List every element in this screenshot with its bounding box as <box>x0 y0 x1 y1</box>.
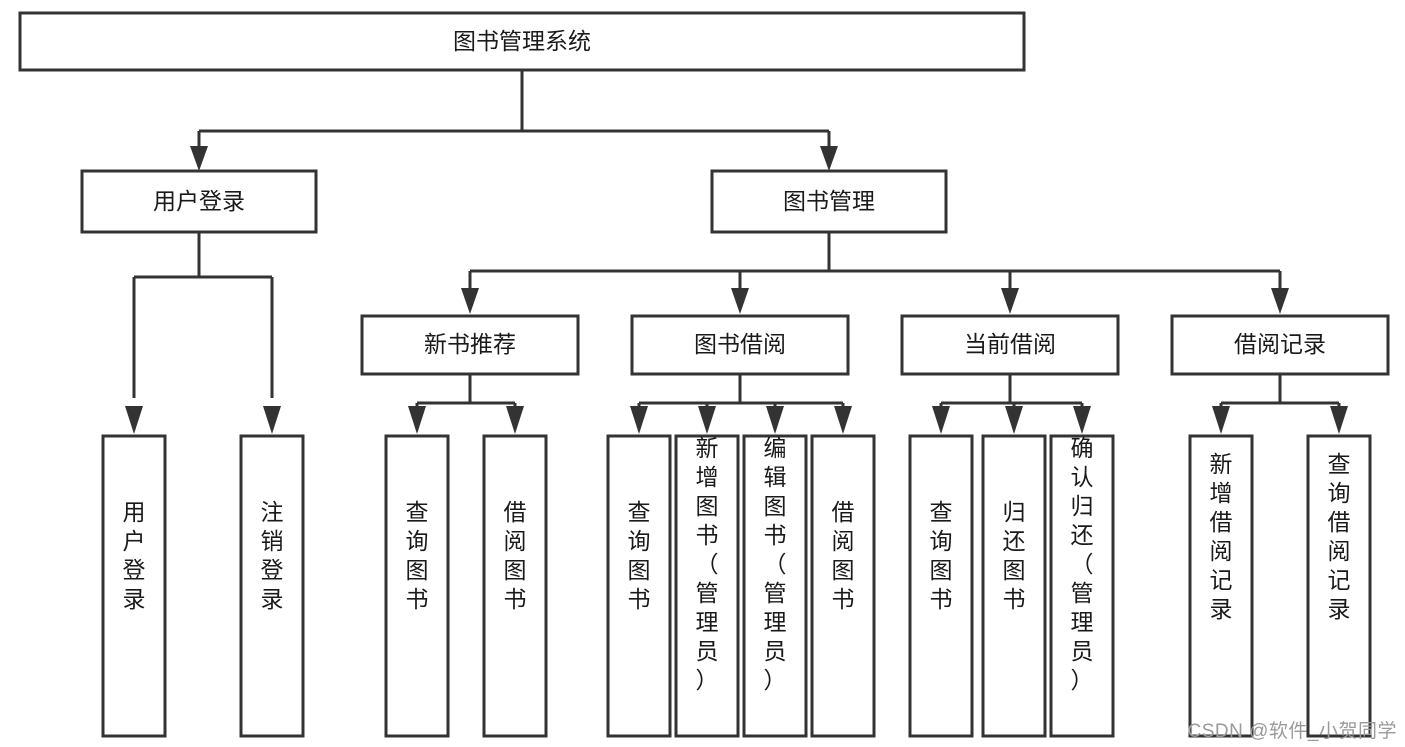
leaf-confirm-return-admin-label: 确认归还（管理员） <box>1071 435 1094 693</box>
node-leaf-add-book-admin[interactable]: 新增图书（管理员） <box>674 434 740 738</box>
leaf-borrow-book-2-label: 借阅图书 <box>832 499 855 612</box>
arrow-to-leaf-borrow-book-2 <box>834 406 852 434</box>
node-leaf-confirm-return-admin[interactable]: 确认归还（管理员） <box>1049 434 1115 738</box>
leaf-user-login-box[interactable] <box>101 434 167 738</box>
leaf-query-book-3-label: 查询图书 <box>930 499 953 612</box>
arrow-to-current-borrow <box>1001 288 1019 314</box>
leaf-borrow-book-2-box[interactable] <box>810 434 876 738</box>
leaf-query-book-1-label: 查询图书 <box>406 499 429 612</box>
edge-borrowrecord-to-bus <box>1219 374 1341 412</box>
leaf-query-borrow-record-box[interactable] <box>1306 434 1372 738</box>
leaf-return-book-box[interactable] <box>981 434 1047 738</box>
node-root[interactable]: 图书管理系统 <box>18 11 1026 72</box>
arrow-to-leaf-borrow-book-1 <box>506 406 524 434</box>
root-box[interactable] <box>18 11 1026 72</box>
node-leaf-query-book-2[interactable]: 查询图书 <box>606 434 672 738</box>
arrow-to-leaf-add-book-admin <box>698 406 716 434</box>
node-book-borrow[interactable]: 图书借阅 <box>630 314 850 376</box>
arrow-to-leaf-query-borrow-record <box>1330 406 1348 434</box>
new-book-recommend-box[interactable] <box>360 314 580 376</box>
leaf-edit-book-admin-label: 编辑图书（管理员） <box>764 435 787 693</box>
node-current-borrow[interactable]: 当前借阅 <box>900 314 1120 376</box>
leaf-query-book-3-box[interactable] <box>908 434 974 738</box>
leaf-user-login-label: 用户登录 <box>123 499 146 612</box>
arrow-to-leaf-logout-login <box>263 406 281 434</box>
leaf-edit-book-admin-box[interactable] <box>742 434 808 738</box>
arrow-to-leaf-query-book-2 <box>630 406 648 434</box>
node-leaf-return-book[interactable]: 归还图书 <box>981 434 1047 738</box>
node-leaf-query-book-3[interactable]: 查询图书 <box>908 434 974 738</box>
arrow-to-user-login <box>190 146 208 171</box>
leaf-query-borrow-record-label: 查询借阅记录 <box>1328 451 1351 622</box>
node-leaf-add-borrow-record[interactable]: 新增借阅记录 <box>1188 434 1254 738</box>
node-borrow-record[interactable]: 借阅记录 <box>1170 314 1390 376</box>
node-leaf-logout-login[interactable]: 注销登录 <box>239 434 305 738</box>
borrow-record-label: 借阅记录 <box>1234 331 1326 357</box>
arrow-to-leaf-query-book-3 <box>932 406 950 434</box>
new-book-recommend-label: 新书推荐 <box>424 331 516 357</box>
user-login-label: 用户登录 <box>153 188 245 214</box>
node-leaf-borrow-book-1[interactable]: 借阅图书 <box>482 434 548 738</box>
node-leaf-borrow-book-2[interactable]: 借阅图书 <box>810 434 876 738</box>
user-login-box[interactable] <box>80 169 318 234</box>
leaf-query-book-2-label: 查询图书 <box>628 499 651 612</box>
edge-bookborrow-to-bus <box>637 374 845 412</box>
node-new-book-recommend[interactable]: 新书推荐 <box>360 314 580 376</box>
edge-newbook-to-bus <box>415 374 517 412</box>
arrow-to-new-book-recommend <box>461 288 479 314</box>
leaf-borrow-book-1-label: 借阅图书 <box>504 499 527 612</box>
leaf-return-book-label: 归还图书 <box>1003 499 1026 612</box>
connector-layer <box>125 70 1348 434</box>
node-leaf-query-borrow-record[interactable]: 查询借阅记录 <box>1306 434 1372 738</box>
edge-root-to-bus <box>197 70 831 152</box>
leaf-query-book-2-box[interactable] <box>606 434 672 738</box>
current-borrow-box[interactable] <box>900 314 1120 376</box>
current-borrow-label: 当前借阅 <box>964 331 1056 357</box>
leaf-borrow-book-1-box[interactable] <box>482 434 548 738</box>
arrow-to-leaf-add-borrow-record <box>1212 406 1230 434</box>
node-leaf-edit-book-admin[interactable]: 编辑图书（管理员） <box>742 434 808 738</box>
book-management-box[interactable] <box>710 169 948 234</box>
borrow-record-box[interactable] <box>1170 314 1390 376</box>
leaf-add-book-admin-box[interactable] <box>674 434 740 738</box>
arrow-to-book-management <box>820 146 838 171</box>
arrow-to-leaf-user-login <box>125 406 143 434</box>
book-management-label: 图书管理 <box>783 188 875 214</box>
leaf-logout-login-label: 注销登录 <box>261 499 284 612</box>
node-book-management[interactable]: 图书管理 <box>710 169 948 234</box>
arrow-to-leaf-edit-book-admin <box>766 406 784 434</box>
leaf-query-book-1-box[interactable] <box>384 434 450 738</box>
book-borrow-box[interactable] <box>630 314 850 376</box>
edge-userlogin-to-bus <box>132 232 274 398</box>
node-leaf-query-book-1[interactable]: 查询图书 <box>384 434 450 738</box>
root-label: 图书管理系统 <box>453 28 591 54</box>
book-borrow-label: 图书借阅 <box>694 331 786 357</box>
leaf-logout-login-box[interactable] <box>239 434 305 738</box>
node-leaf-user-login[interactable]: 用户登录 <box>101 434 167 738</box>
leaf-add-borrow-record-label: 新增借阅记录 <box>1210 451 1233 622</box>
arrow-to-leaf-query-book-1 <box>408 406 426 434</box>
leaf-add-borrow-record-box[interactable] <box>1188 434 1254 738</box>
arrow-to-leaf-return-book <box>1005 406 1023 434</box>
arrow-to-book-borrow <box>731 288 749 314</box>
arrow-to-leaf-confirm-return-admin <box>1073 406 1091 434</box>
leaf-nodes-layer: 用户登录 注销登录 查询图书 借阅图书 查询图书 新增图书（管理员） <box>101 434 1372 738</box>
edge-bookmgmt-to-bus <box>468 232 1282 292</box>
arrow-to-borrow-record <box>1271 288 1289 314</box>
node-user-login[interactable]: 用户登录 <box>80 169 318 234</box>
leaf-confirm-return-admin-box[interactable] <box>1049 434 1115 738</box>
leaf-add-book-admin-label: 新增图书（管理员） <box>696 435 719 693</box>
